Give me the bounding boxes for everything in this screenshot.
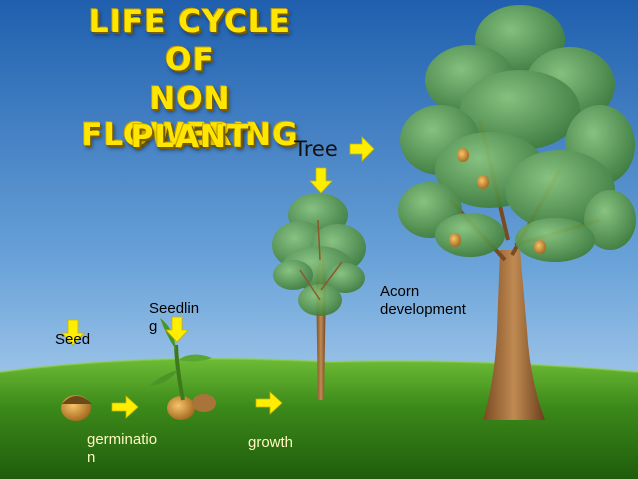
acorn-icon xyxy=(61,395,92,421)
mature-tree-icon xyxy=(398,5,636,420)
young-tree-icon xyxy=(272,193,366,400)
acorn-cluster xyxy=(449,148,546,254)
arrow-down-icon xyxy=(61,319,85,346)
arrow-down-icon xyxy=(309,167,333,194)
arrow-down-icon xyxy=(165,316,189,343)
title-line-2: OF xyxy=(165,42,215,78)
grass-ground xyxy=(0,358,638,479)
growth-label: growth xyxy=(248,434,294,451)
title-line-3: NON FLOWERING xyxy=(81,81,299,153)
arrow-right-icon xyxy=(255,391,283,415)
title-line-4: PLANT xyxy=(130,119,250,155)
seedling-icon xyxy=(150,318,216,420)
arrow-right-icon xyxy=(349,136,375,162)
title-line-1: LIFE CYCLE xyxy=(88,4,292,40)
seed-label: Seed xyxy=(55,331,91,348)
germination-label: germinatio n xyxy=(87,431,158,466)
seedling-label: Seedlin g xyxy=(149,300,200,335)
tree-label: Tree xyxy=(294,137,338,161)
acorn-development-label: Acorn development xyxy=(380,283,466,318)
arrow-right-icon xyxy=(111,395,139,419)
